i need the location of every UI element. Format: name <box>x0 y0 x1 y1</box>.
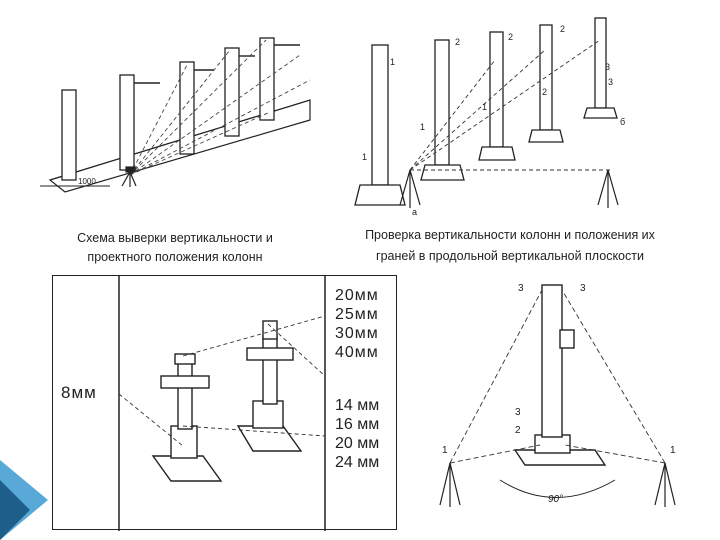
tolerance-left-value: 8мм <box>61 383 97 402</box>
caption-line: проектного положения колонн <box>87 250 263 264</box>
slide-accent-shape <box>0 460 48 540</box>
figure-label: 3 <box>605 62 610 72</box>
figure-label: 3 <box>518 283 524 294</box>
tolerance-top-list: 20мм 25мм 30мм 40мм <box>335 286 379 362</box>
figure-column-alignment-scheme: 1000 <box>40 37 311 193</box>
tolerance-value: 25мм <box>335 306 379 323</box>
tolerance-value: 40мм <box>335 344 379 361</box>
figure-label: 3 <box>515 407 521 418</box>
caption-line: граней в продольной вертикальной плоскос… <box>376 249 644 263</box>
tolerance-value: 14 мм <box>335 397 380 414</box>
figure-label: 3 <box>580 283 586 294</box>
figure-label: б <box>620 117 625 127</box>
figure-tolerance-table: 8мм 20мм 25мм 30мм 40мм 14 мм 16 мм 20 м… <box>52 275 397 531</box>
tolerance-value: 20мм <box>335 287 379 304</box>
figure-label: 1 <box>390 57 395 67</box>
caption-line: Проверка вертикальности колонн и положен… <box>365 228 655 242</box>
figure-label: 1 <box>482 102 487 112</box>
figure-label: 2 <box>515 425 521 436</box>
figure-label: 1 <box>442 445 448 456</box>
tolerance-value: 16 мм <box>335 416 380 433</box>
figure-label: 3 <box>608 77 613 87</box>
tolerance-value: 30мм <box>335 325 379 342</box>
figure-label: 2 <box>508 32 513 42</box>
figure-label: 90° <box>548 494 563 505</box>
figure-label: 1 <box>420 122 425 132</box>
figure-label: 2 <box>455 37 460 47</box>
tolerance-bottom-list: 14 мм 16 мм 20 мм 24 мм <box>335 396 379 472</box>
caption-alignment-scheme: Схема выверки вертикальности и проектног… <box>40 229 310 267</box>
tolerance-columns-drawing <box>118 276 326 531</box>
figure-two-theodolite-check: 3 3 3 2 1 1 90° <box>439 283 676 507</box>
tolerance-value: 24 мм <box>335 454 380 471</box>
tolerance-value: 20 мм <box>335 435 380 452</box>
figure-label: а <box>412 207 417 217</box>
figure-label: 2 <box>542 87 547 97</box>
caption-verticality-check: Проверка вертикальности колонн и положен… <box>335 226 685 266</box>
dimension-label: 1000 <box>78 177 96 186</box>
figure-verticality-check: 1 2 3 1 2 1 2 3 1 2 б а <box>354 17 625 217</box>
figure-label: 1 <box>362 152 367 162</box>
figure-label: 2 <box>560 24 565 34</box>
figure-label: 1 <box>670 445 676 456</box>
caption-line: Схема выверки вертикальности и <box>77 231 273 245</box>
